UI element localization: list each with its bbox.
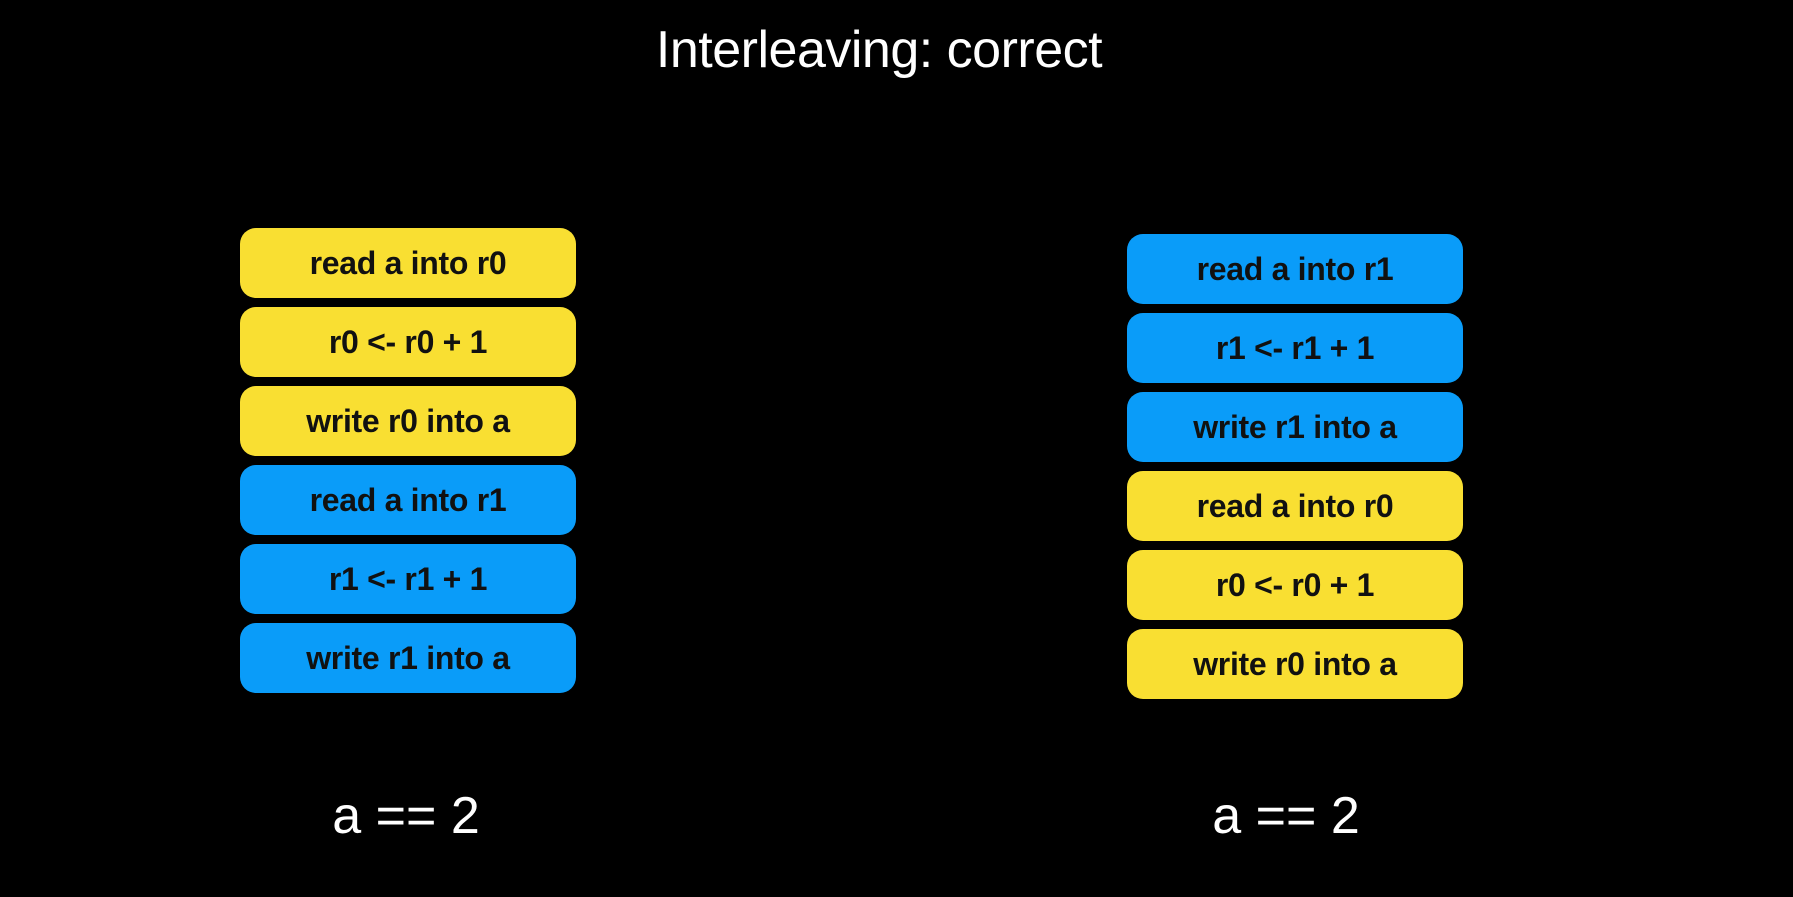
left-step-5: r1 <- r1 + 1	[240, 544, 576, 614]
right-result: a == 2	[1212, 787, 1360, 845]
right-step-4: read a into r0	[1127, 471, 1463, 541]
left-step-3: write r0 into a	[240, 386, 576, 456]
left-step-2: r0 <- r0 + 1	[240, 307, 576, 377]
right-step-5: r0 <- r0 + 1	[1127, 550, 1463, 620]
page-title: Interleaving: correct	[655, 21, 1103, 79]
left-step-1: read a into r0	[240, 228, 576, 298]
left-step-4: read a into r1	[240, 465, 576, 535]
right-step-1: read a into r1	[1127, 234, 1463, 304]
left-interleaving-sequence: read a into r0 r0 <- r0 + 1 write r0 int…	[240, 228, 576, 702]
right-step-6: write r0 into a	[1127, 629, 1463, 699]
right-step-2: r1 <- r1 + 1	[1127, 313, 1463, 383]
right-interleaving-sequence: read a into r1 r1 <- r1 + 1 write r1 int…	[1127, 234, 1463, 708]
right-step-3: write r1 into a	[1127, 392, 1463, 462]
left-step-6: write r1 into a	[240, 623, 576, 693]
left-result: a == 2	[332, 787, 480, 845]
